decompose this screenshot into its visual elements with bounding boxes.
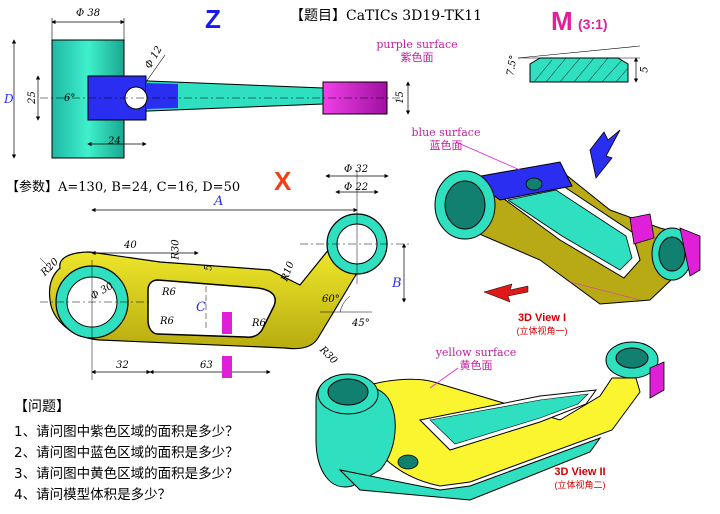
iso-view-1 [434, 129, 701, 305]
dim-A: A [214, 194, 224, 209]
purple-surface-cn: 紫色面 [400, 51, 434, 64]
question-2: 2、请问图中蓝色区域的面积是多少？ [14, 445, 239, 461]
question-4: 4、请问模型体积是多少？ [14, 487, 172, 503]
yellow-surface-cn: 黄色面 [459, 359, 493, 372]
iso-view-2 [315, 341, 665, 501]
top-view-letter: Z [205, 4, 221, 34]
section-mark-m1: M [220, 315, 235, 327]
dim-5-slot: 5 [203, 264, 215, 271]
detail-5: 5 [639, 66, 651, 73]
iso-view-1-sub: (立体视角一) [516, 326, 568, 336]
page-title: 【题目】CaTICs 3D19-TK11 [290, 8, 483, 24]
dim-angle60: 60° [322, 294, 340, 305]
dim-phi22: Φ 22 [344, 182, 369, 193]
blue-surface-cn: 蓝色面 [429, 139, 463, 152]
iso-view-1-label: 3D View I (立体视角一) [502, 312, 582, 337]
detail-view-letter: M [551, 6, 573, 36]
dim-r6-a: R6 [162, 287, 176, 298]
dim-25: 25 [26, 91, 38, 104]
purple-surface-note: purple surface 紫色面 [372, 38, 462, 64]
top-view [11, 18, 411, 159]
front-view-letter: X [274, 166, 292, 196]
dim-B: B [392, 276, 402, 291]
dim-D: D [4, 92, 14, 106]
yellow-surface-note: yellow surface 黄色面 [432, 346, 520, 372]
dim-r6-b: R6 [160, 316, 174, 327]
dim-angle6: 6° [64, 93, 76, 104]
dim-C: C [196, 300, 206, 315]
dim-phi38: Φ 38 [76, 8, 101, 19]
dim-32: 32 [116, 360, 129, 371]
blue-surface-en: blue surface [411, 126, 481, 139]
iso-view-2-title: 3D View II [554, 466, 606, 478]
dim-angle45: 45° [352, 318, 370, 329]
detail-view [517, 45, 641, 83]
dim-r6-c: R6 [252, 318, 266, 329]
iso-view-2-sub: (立体视角二) [554, 480, 606, 490]
front-view-slot [147, 279, 276, 338]
dim-24: 24 [108, 136, 121, 147]
dim-63: 63 [200, 360, 213, 371]
iso-view-1-title: 3D View I [517, 312, 567, 324]
detail-section [529, 57, 629, 83]
yellow-surface-en: yellow surface [435, 346, 517, 359]
front-view [39, 170, 410, 380]
section-mark-m2: M [220, 361, 235, 373]
top-view-arm-blue [146, 83, 178, 109]
detail-scale: (3:1) [578, 16, 608, 32]
question-3: 3、请问图中黄色区域的面积是多少？ [14, 466, 239, 482]
dim-40: 40 [124, 240, 137, 251]
purple-surface-en: purple surface [376, 38, 458, 51]
blue-surface-note: blue surface 蓝色面 [408, 126, 484, 152]
parameters-text: 【参数】A=130, B=24, C=16, D=50 [6, 180, 241, 195]
question-1: 1、请问图中紫色区域的面积是多少？ [14, 424, 239, 440]
dim-15: 15 [394, 91, 406, 104]
iso-view-2-label: 3D View II (立体视角二) [540, 466, 620, 491]
questions-heading: 【问题】 [14, 399, 70, 415]
dim-r30-top: R30 [170, 239, 182, 260]
dim-phi32: Φ 32 [344, 164, 369, 175]
